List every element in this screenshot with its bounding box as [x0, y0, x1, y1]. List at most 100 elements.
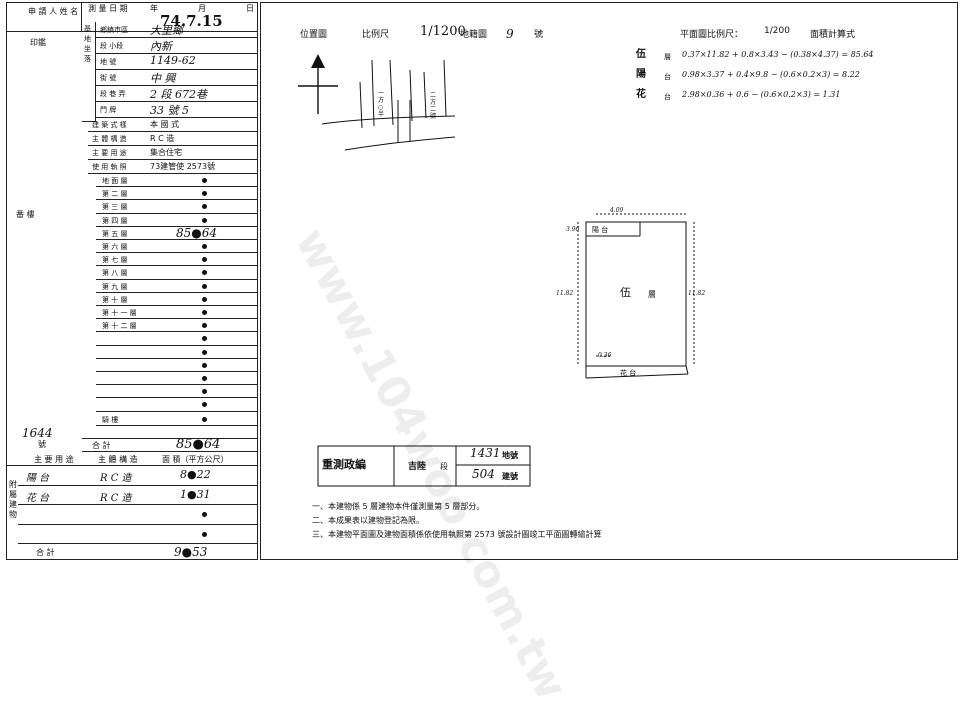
floor-label: 第 十 二 層 [102, 322, 137, 331]
attribute-row [88, 160, 258, 174]
floor-row [96, 292, 258, 306]
north-arrow-icon [298, 54, 338, 114]
address-label: 門 牌 [100, 106, 117, 114]
cadastral-label: 地籍圖 [460, 30, 488, 40]
drawing-layer [298, 54, 695, 487]
floor-row [96, 187, 258, 201]
calc-line-sub: 層 [664, 53, 671, 61]
applicant-cell [6, 2, 82, 32]
attached-use: 陽 台 [26, 473, 50, 484]
floor-area-dot [202, 336, 207, 342]
attached-row [18, 466, 258, 486]
bases-label: 基地坐落 [84, 25, 91, 63]
floor-label: 第 十 一 層 [102, 309, 137, 317]
floor-row [96, 213, 258, 227]
scale-label: 比例尺 [362, 30, 390, 40]
attribute-row [88, 118, 258, 132]
floor-label: 地 面 層 [102, 177, 128, 185]
plan-scale-value: 1/200 [764, 26, 790, 36]
seal-label: 印鑑 [30, 38, 46, 47]
side-mark: 番 樓 [16, 210, 35, 219]
map-label-b: 二方二號 [430, 92, 437, 120]
address-value: 內新 [150, 40, 172, 53]
survey-date-cell [82, 2, 258, 32]
survey-date-label: 測 量 日 期 [88, 4, 128, 13]
attribute-label: 主 體 構 造 [92, 135, 127, 143]
balcony-label: 陽 台 [592, 226, 609, 234]
floor-label: 第 四 層 [102, 216, 128, 225]
scale-value: 1/1200 [420, 24, 466, 39]
floor-area-dot [202, 191, 207, 197]
floor-area-dot [202, 270, 207, 276]
attached-area-dot [202, 531, 207, 537]
calc-line-sub: 台 [664, 93, 671, 101]
floor-row-empty [96, 345, 258, 359]
floor-row [96, 279, 258, 293]
floor-row [96, 200, 258, 214]
address-row [96, 70, 258, 86]
floor-label: 第 六 層 [102, 243, 128, 251]
attribute-label: 使 用 執 照 [92, 163, 127, 171]
floor-area-dot [202, 204, 207, 210]
attribute-value: R C 造 [150, 134, 175, 143]
attached-header-area: 面 積（平方公尺） [162, 455, 229, 464]
calc-line-expr: 0.37×11.82 + 0.8×3.43 − (0.38×4.37) = 85… [682, 50, 874, 59]
floor-label: 第 九 層 [102, 282, 128, 291]
address-label: 街 號 [100, 74, 117, 82]
building-no-label: 號 [38, 440, 46, 449]
stair-dot [202, 416, 207, 422]
attached-section-label: 附屬建物 [9, 480, 17, 519]
attribute-label: 主 要 用 途 [92, 149, 127, 157]
floor-area-dot [202, 376, 207, 381]
dim-left: 11.82 [556, 290, 574, 297]
survey-date-value: 74.7.15 [160, 12, 223, 30]
dim-small: 3.96 [566, 226, 580, 233]
floor-row [96, 240, 258, 254]
attached-area-dot [202, 512, 207, 517]
cadastral-unit: 號 [534, 30, 544, 40]
stamp-office: 重測政編 [322, 458, 366, 471]
total-row [82, 438, 258, 452]
address-value: 33 號 5 [150, 104, 189, 117]
day-mark: 日 [246, 4, 254, 13]
total-label: 合 計 [92, 441, 111, 450]
total-value: 85●64 [176, 437, 221, 452]
floor-area-dot [202, 217, 207, 223]
floor-area-dot [202, 244, 207, 249]
stamp-sub: 吉陸 [408, 462, 427, 472]
address-label: 段 小段 [100, 42, 124, 50]
floor-area-dot [202, 296, 207, 302]
attribute-row [88, 146, 258, 160]
address-row [96, 38, 258, 54]
address-label: 段 巷 弄 [100, 90, 126, 98]
stair-row [96, 411, 258, 426]
area-calc-label: 面積計算式 [810, 30, 856, 40]
month-mark: 月 [198, 4, 206, 13]
attached-use: 花 台 [26, 492, 50, 504]
floor-plan [577, 213, 695, 379]
floor-label: 第 七 層 [102, 256, 128, 265]
address-label: 地 號 [100, 58, 117, 66]
floor-area-dot [202, 257, 207, 263]
plan-sheet [260, 2, 958, 560]
dim-top: 4.09 [610, 207, 624, 214]
attached-header-row [6, 452, 258, 466]
land-no-label: 地號 [502, 451, 518, 460]
map-label-a: 一方○半 [378, 90, 385, 118]
stair-label: 騎 樓 [102, 415, 119, 424]
location-map-label: 位置圖 [300, 30, 328, 40]
floor-area-dot [202, 362, 207, 368]
applicant-label: 申 請 人 姓 名 [28, 7, 79, 16]
attached-header-struct: 主 體 構 造 [98, 455, 138, 464]
land-no: 1431 [470, 446, 501, 460]
floor-area-dot [202, 310, 207, 315]
address-value: 1149-62 [150, 54, 196, 67]
calc-line-label: 陽 [636, 69, 646, 80]
note-line: 二、本成果表以建物登記為限。 [312, 516, 424, 525]
attribute-value: 集合住宅 [150, 148, 182, 157]
address-row [96, 86, 258, 102]
floor-label: 第 十 層 [102, 295, 128, 304]
attribute-value: 73建管使 2573號 [150, 162, 216, 171]
calc-line-expr: 0.98×3.37 + 0.4×9.8 − (0.6×0.2×3) = 8.22 [682, 70, 860, 79]
floor-area-dot [202, 283, 207, 289]
